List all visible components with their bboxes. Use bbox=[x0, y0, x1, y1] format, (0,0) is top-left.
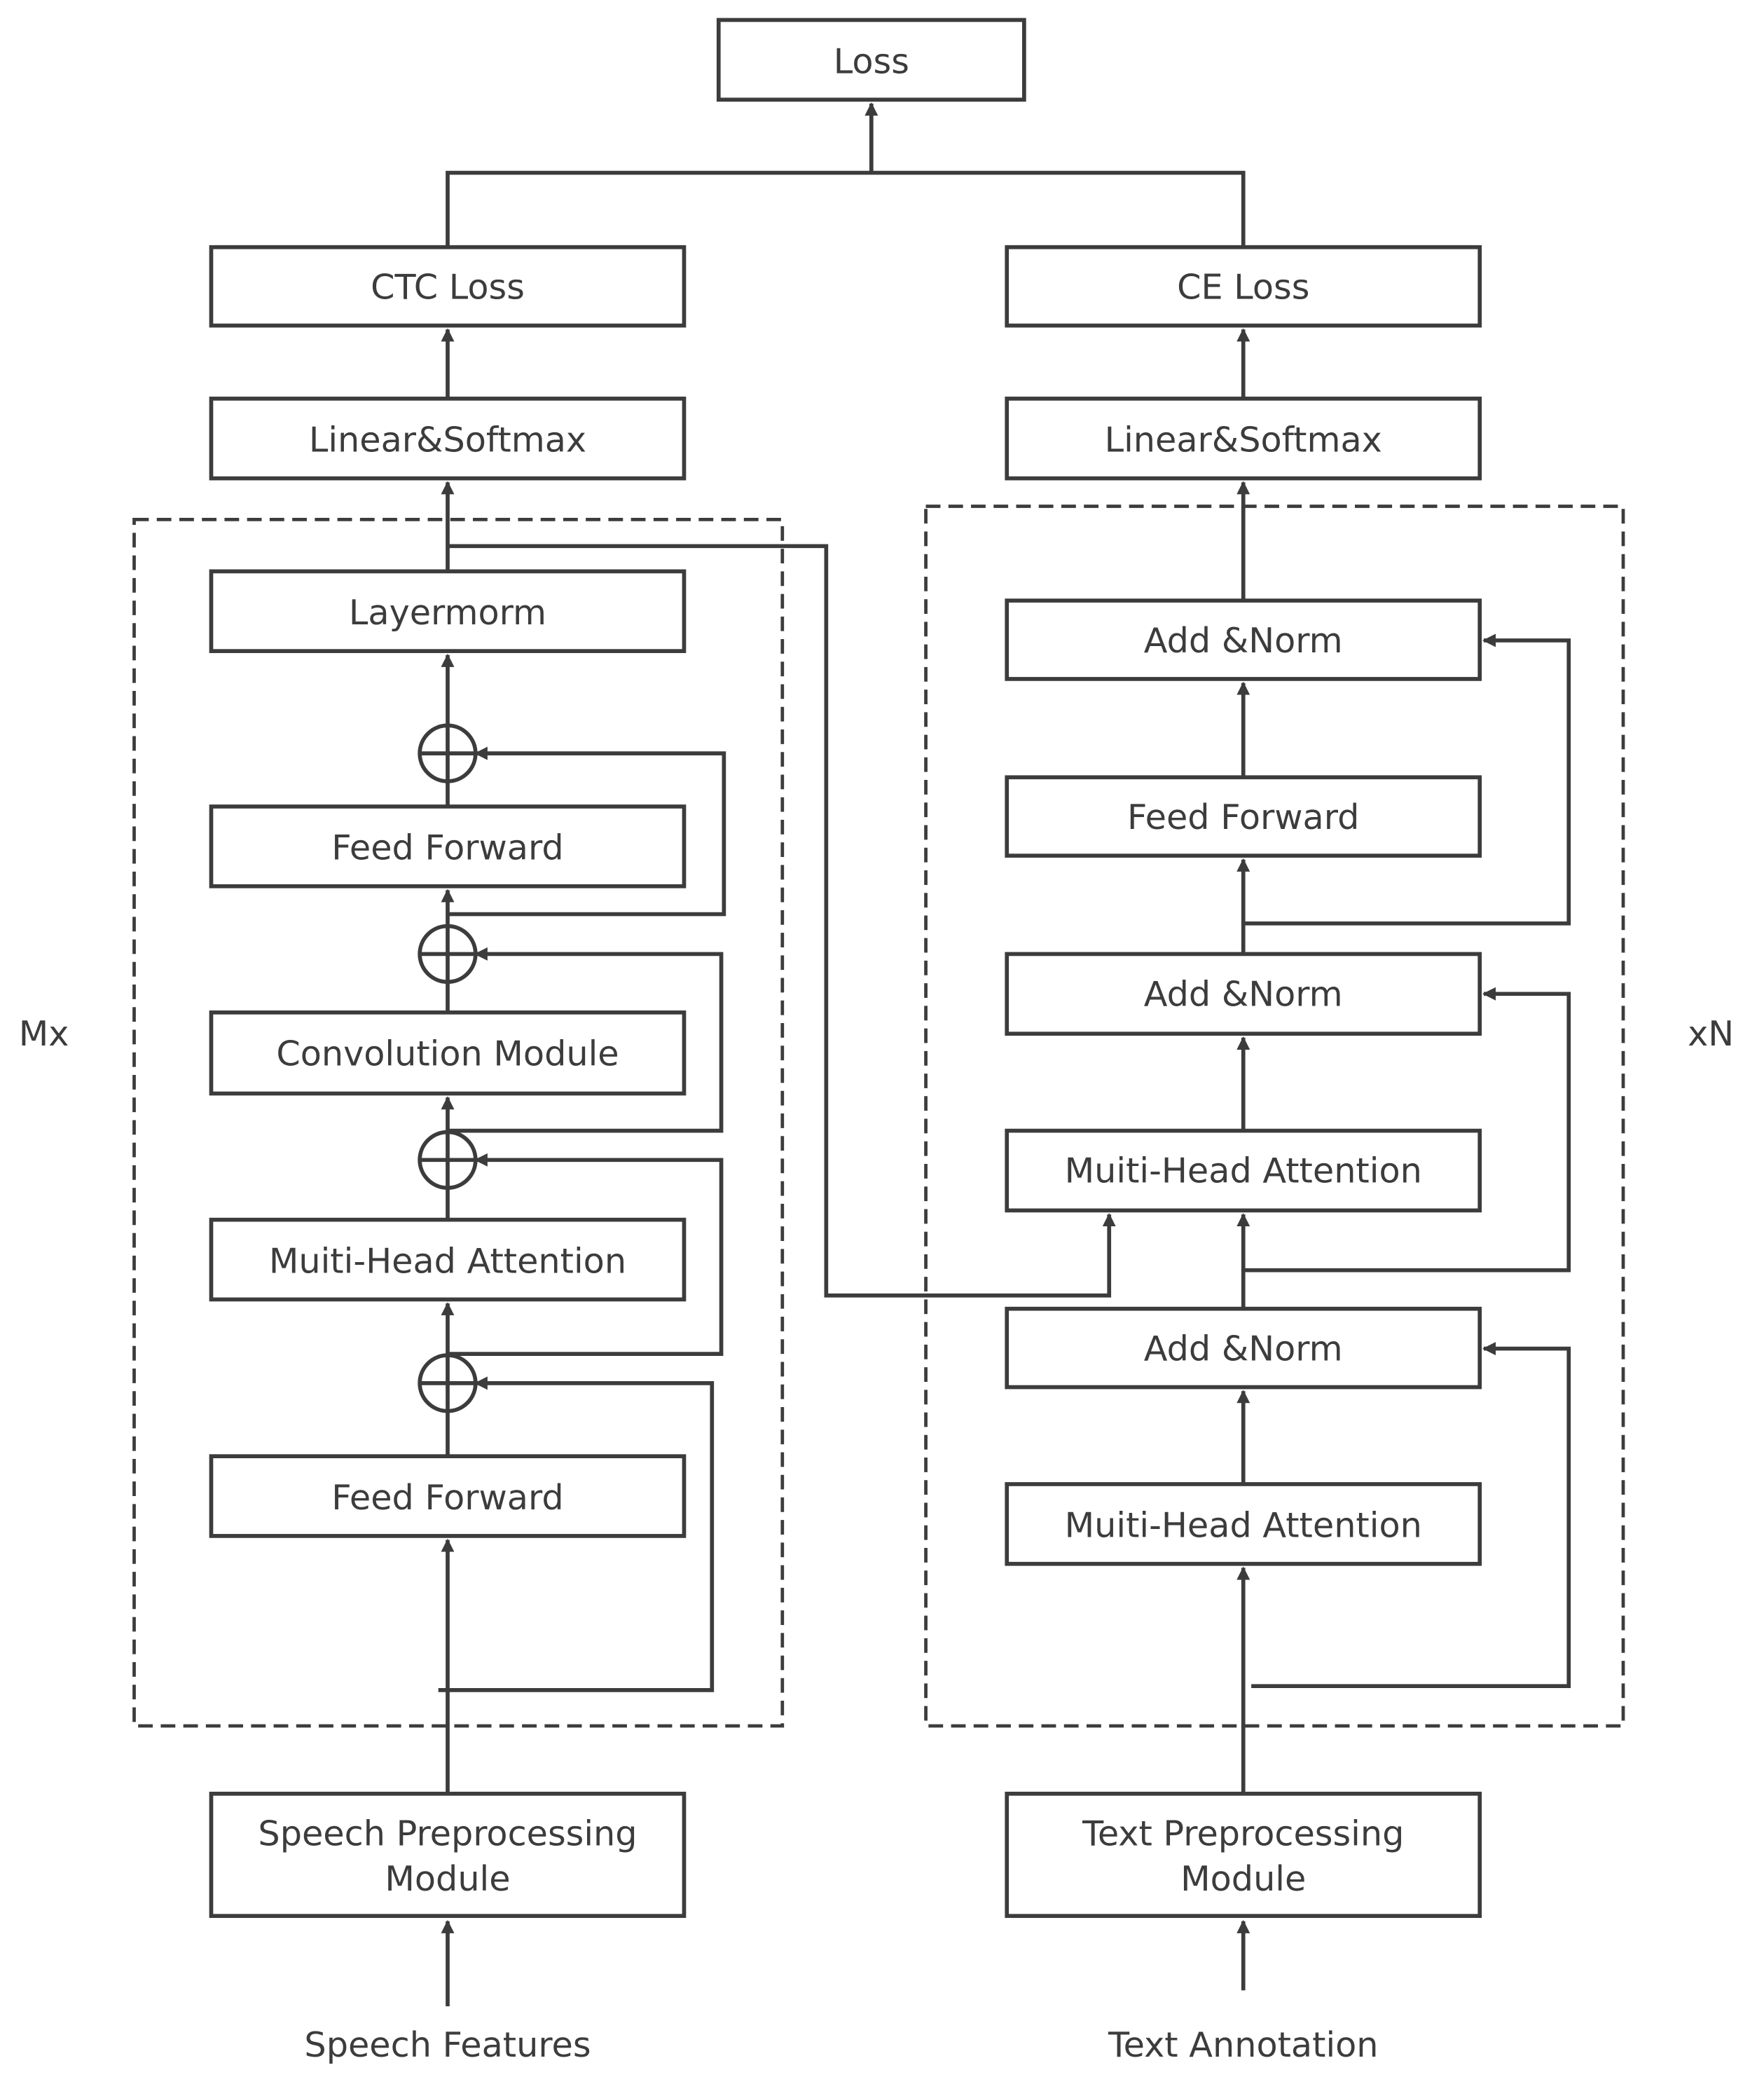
dec-add-norm-top-label: Add &Norm bbox=[1144, 620, 1343, 661]
speech-preprocessing-box bbox=[209, 1791, 687, 1919]
convolution-module-box bbox=[209, 1010, 687, 1096]
text-preprocessing-box bbox=[1005, 1791, 1482, 1919]
dec-residual-2 bbox=[1243, 987, 1571, 1273]
dec-feed-forward-box bbox=[1005, 775, 1482, 858]
loss-box bbox=[716, 18, 1026, 102]
dec-linear-softmax-box bbox=[1005, 397, 1482, 481]
text-preprocessing-label-2: Module bbox=[1180, 1858, 1306, 1899]
enc-feed-forward-top-box bbox=[209, 804, 687, 889]
enc-feed-forward-bottom-label: Feed Forward bbox=[331, 1477, 563, 1518]
layernorm-box bbox=[209, 569, 687, 653]
layernorm-label: Layermorm bbox=[349, 592, 546, 633]
speech-features-label: Speech Features bbox=[304, 2024, 591, 2065]
sum-node-icon bbox=[418, 924, 478, 985]
dec-add-norm-bottom-label: Add &Norm bbox=[1144, 1329, 1343, 1369]
dec-feed-forward-label: Feed Forward bbox=[1127, 797, 1359, 837]
dec-cross-attention-box bbox=[1005, 1128, 1482, 1213]
enc-linear-softmax-box bbox=[209, 397, 687, 481]
decoder-repeat-block bbox=[924, 505, 1625, 1728]
encoder-repeat-label: Mx bbox=[19, 1013, 69, 1054]
ce-loss-label: CE Loss bbox=[1177, 267, 1309, 308]
enc-residual-4 bbox=[447, 746, 726, 917]
summation-nodes bbox=[418, 723, 478, 1413]
enc-to-dec-cross-line bbox=[447, 544, 1116, 1298]
dec-residual-1 bbox=[1251, 1342, 1571, 1689]
speech-preprocessing-label-1: Speech Preprocessing bbox=[258, 1814, 637, 1854]
dec-self-attention-box bbox=[1005, 1482, 1482, 1566]
ctc-loss-label: CTC Loss bbox=[371, 267, 525, 308]
enc-linear-softmax-label: Linear&Softmax bbox=[309, 420, 586, 460]
convolution-module-label: Convolution Module bbox=[276, 1034, 619, 1074]
text-preprocessing-label-1: Text Preprocessing bbox=[1082, 1814, 1404, 1854]
ctc-to-loss-line bbox=[446, 170, 1246, 246]
enc-feed-forward-top-label: Feed Forward bbox=[331, 828, 563, 868]
dec-residual-3 bbox=[1243, 633, 1571, 926]
enc-feed-forward-bottom-box bbox=[209, 1454, 687, 1538]
enc-residual-2 bbox=[447, 1153, 724, 1356]
encoder-repeat-block bbox=[132, 518, 785, 1728]
dec-add-norm-mid-box bbox=[1005, 952, 1482, 1036]
loss-label: Loss bbox=[834, 41, 909, 81]
dec-linear-softmax-label: Linear&Softmax bbox=[1105, 420, 1382, 460]
decoder-repeat-label: xN bbox=[1688, 1013, 1734, 1054]
ce-loss-box bbox=[1005, 245, 1482, 328]
sum-node-icon bbox=[418, 1353, 478, 1413]
dec-cross-attention-label: Muiti-Head Attention bbox=[1065, 1150, 1422, 1191]
enc-attention-box bbox=[209, 1217, 687, 1302]
ctc-loss-box bbox=[209, 245, 687, 328]
connectors bbox=[438, 102, 1571, 2007]
enc-attention-label: Muiti-Head Attention bbox=[269, 1240, 626, 1281]
speech-preprocessing-label-2: Module bbox=[385, 1858, 510, 1899]
sum-node-icon bbox=[418, 1130, 478, 1190]
dec-add-norm-bottom-box bbox=[1005, 1306, 1482, 1390]
enc-residual-1 bbox=[438, 1376, 715, 1692]
sum-node-icon bbox=[418, 723, 478, 783]
dec-self-attention-label: Muiti-Head Attention bbox=[1065, 1505, 1422, 1546]
enc-residual-3 bbox=[447, 947, 724, 1133]
dec-add-norm-mid-label: Add &Norm bbox=[1144, 973, 1343, 1014]
dec-add-norm-top-box bbox=[1005, 598, 1482, 681]
text-annotation-label: Text Annotation bbox=[1108, 2024, 1379, 2065]
